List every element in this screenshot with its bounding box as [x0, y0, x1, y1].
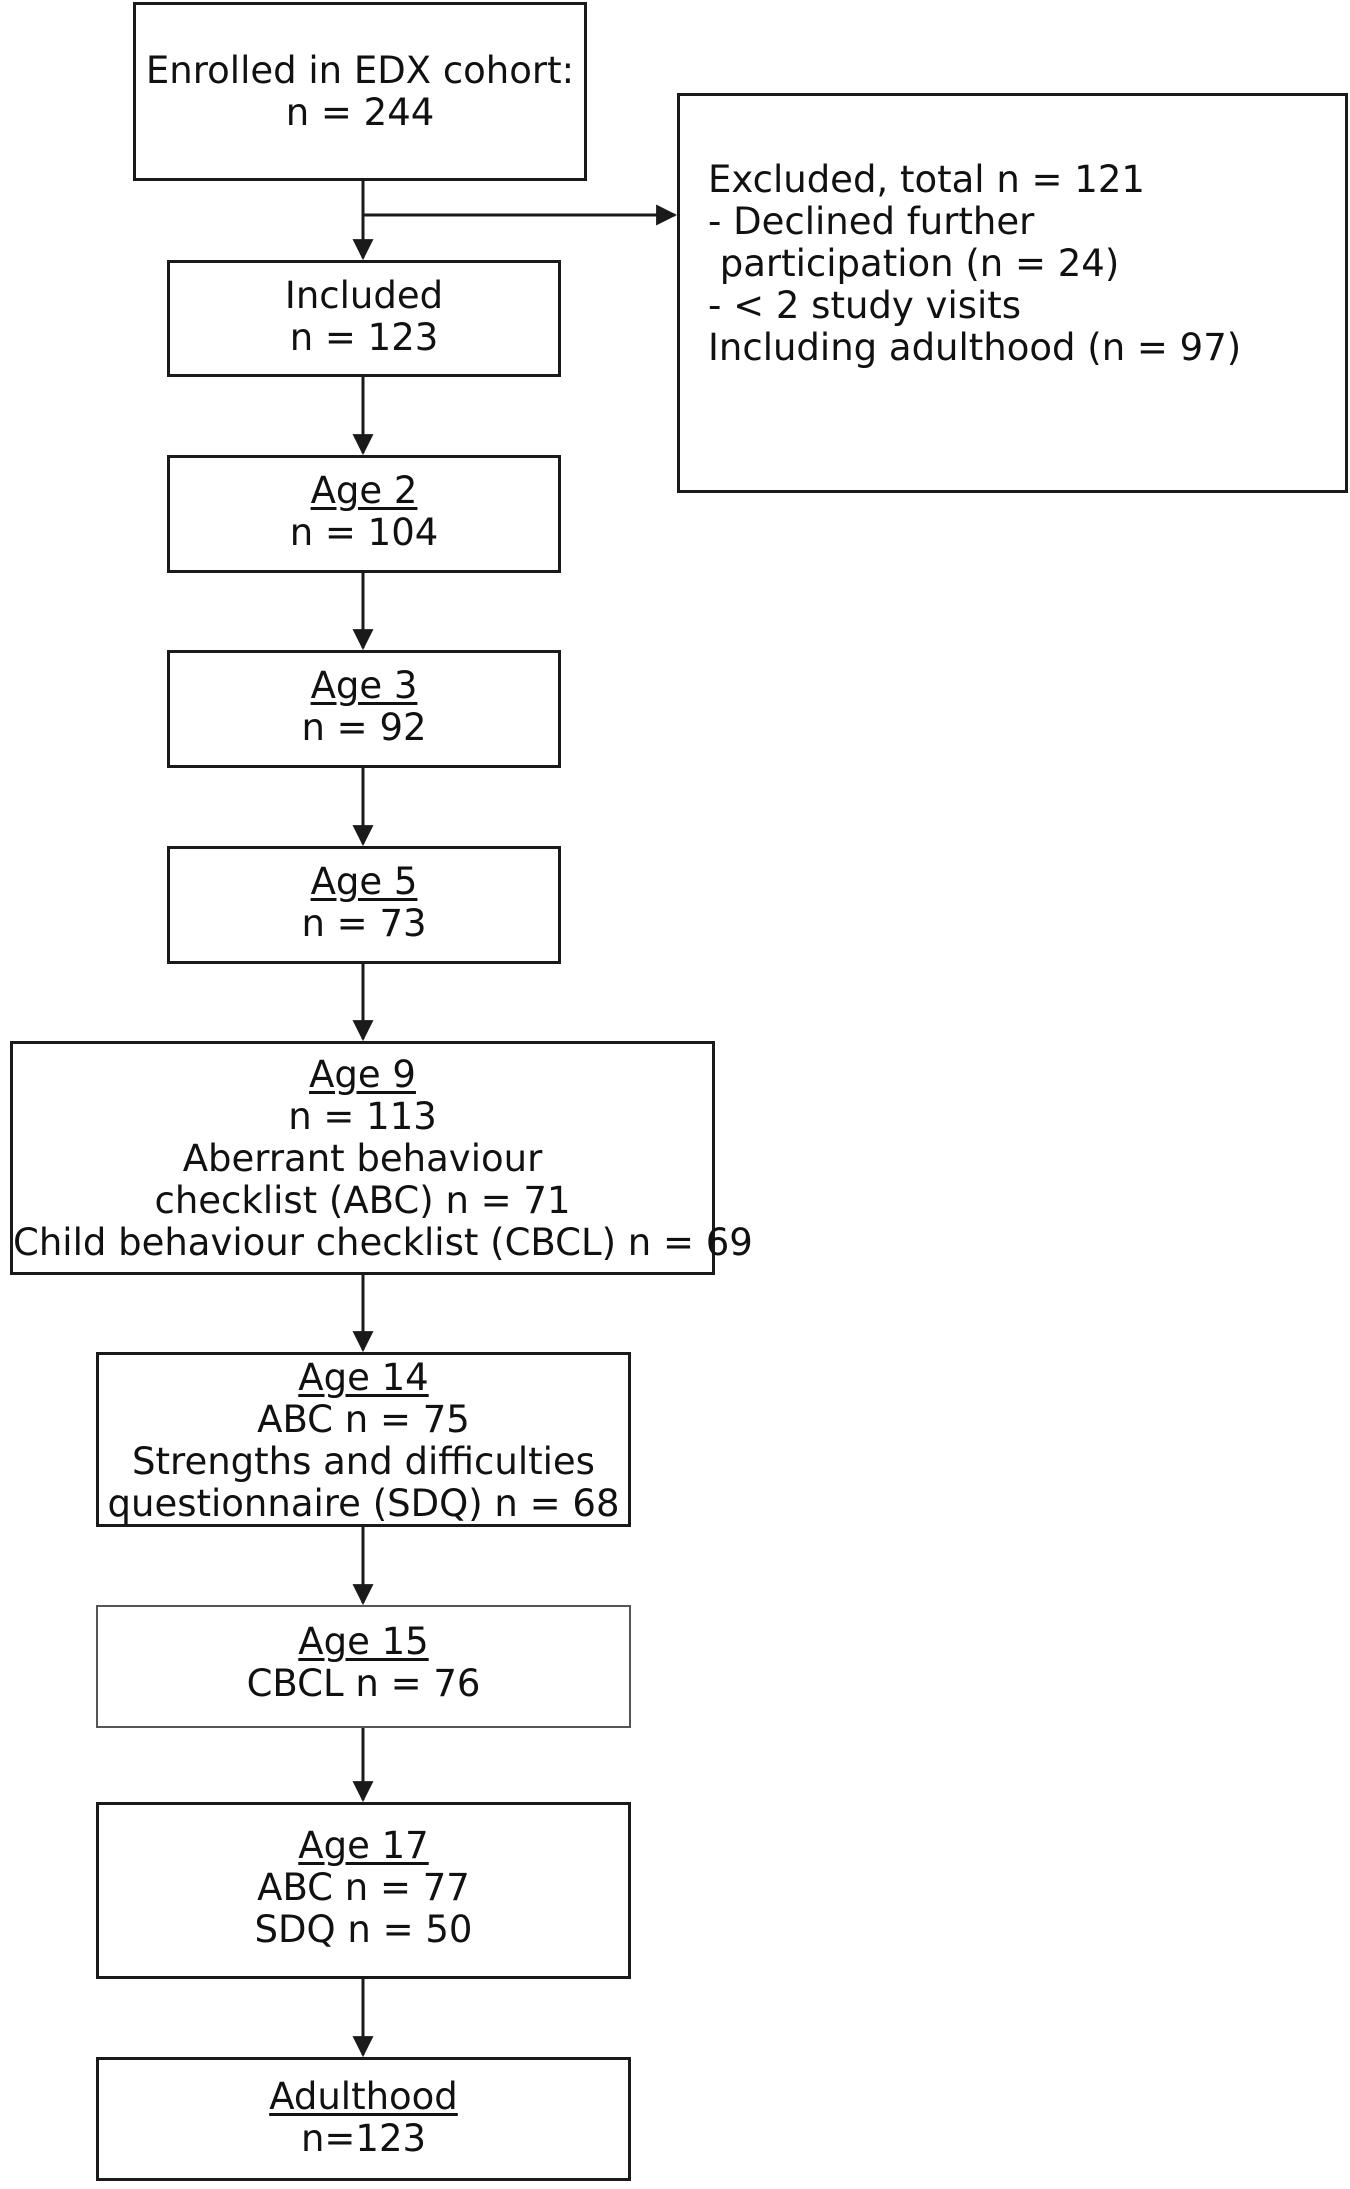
age15-label: Age 15: [298, 1620, 429, 1663]
excluded-box: Excluded, total n = 121 - Declined furth…: [677, 93, 1348, 493]
age3-box: Age 3 n = 92: [167, 650, 561, 768]
age5-box: Age 5 n = 73: [167, 846, 561, 964]
included-box: Included n = 123: [167, 260, 561, 377]
age9-box: Age 9 n = 113 Aberrant behaviour checkli…: [10, 1041, 753, 1275]
excluded-title: Excluded, total n = 121: [708, 158, 1145, 201]
age3-label: Age 3: [310, 664, 418, 707]
age9-abc-line1: Aberrant behaviour: [182, 1137, 543, 1180]
enrolled-count: n = 244: [285, 91, 435, 134]
included-count: n = 123: [289, 316, 439, 359]
age14-sdq-line1: Strengths and difficulties: [132, 1440, 595, 1483]
age2-box: Age 2 n = 104: [167, 455, 561, 573]
age9-abc-line2: checklist (ABC) n = 71: [154, 1179, 571, 1222]
age3-count: n = 92: [301, 706, 427, 749]
enrolled-box: Enrolled in EDX cohort: n = 244: [133, 2, 587, 181]
age5-label: Age 5: [310, 860, 418, 903]
age15-cbcl: CBCL n = 76: [246, 1662, 481, 1705]
age9-cbcl: Child behaviour checklist (CBCL) n = 69: [13, 1221, 753, 1264]
age2-label: Age 2: [310, 469, 418, 512]
age9-label: Age 9: [309, 1053, 416, 1096]
excluded-reason-declined: - Declined further: [708, 200, 1035, 243]
age17-label: Age 17: [298, 1824, 429, 1867]
age14-abc: ABC n = 75: [257, 1398, 470, 1441]
age17-sdq: SDQ n = 50: [254, 1908, 473, 1951]
age14-box: Age 14 ABC n = 75 Strengths and difficul…: [96, 1352, 631, 1527]
age17-abc: ABC n = 77: [257, 1866, 470, 1909]
excluded-reason-declined-count: participation (n = 24): [708, 242, 1120, 285]
age5-count: n = 73: [301, 902, 427, 945]
adulthood-count: n=123: [300, 2117, 427, 2160]
adulthood-label: Adulthood: [269, 2075, 458, 2118]
age9-count: n = 113: [288, 1095, 437, 1138]
enrolled-label: Enrolled in EDX cohort:: [145, 49, 575, 92]
adulthood-box: Adulthood n=123: [96, 2057, 631, 2181]
excluded-reason-visits-count: Including adulthood (n = 97): [708, 326, 1242, 369]
excluded-reason-visits: - < 2 study visits: [708, 284, 1022, 327]
age15-box: Age 15 CBCL n = 76: [96, 1605, 631, 1728]
age2-count: n = 104: [289, 511, 439, 554]
age14-sdq-line2: questionnaire (SDQ) n = 68: [107, 1482, 620, 1525]
included-label: Included: [284, 274, 444, 317]
age17-box: Age 17 ABC n = 77 SDQ n = 50: [96, 1802, 631, 1979]
age14-label: Age 14: [298, 1356, 429, 1399]
